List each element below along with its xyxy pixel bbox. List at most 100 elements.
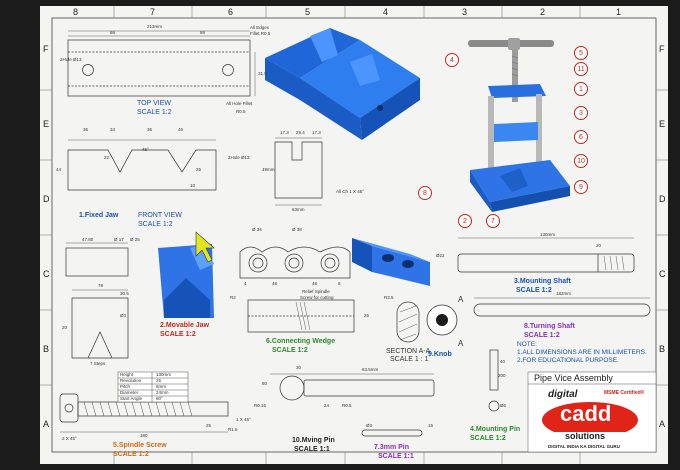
- fixed-jaw-3d: [265, 28, 420, 140]
- turning-shaft-scale: SCALE 1:2: [524, 332, 560, 339]
- pin-7-drawing: [361, 429, 423, 437]
- balloon-8: 8: [418, 186, 432, 200]
- mving-pin-label: 10.Mving Pin: [292, 437, 335, 444]
- dim-1x45: 1 X 45°: [236, 417, 251, 422]
- table-dia-label: Diameter: [120, 390, 139, 395]
- table-height-value: 130mm: [156, 372, 172, 377]
- note-heading: NOTE:: [517, 341, 537, 348]
- dim-22b: Ø22: [436, 253, 445, 258]
- assembly-3d: [468, 38, 570, 212]
- dim-r05b: R0.5: [342, 403, 352, 408]
- dim-294: 29.4: [296, 130, 305, 135]
- dim-182: 182mm: [556, 291, 572, 296]
- logo-tag: MSME Certified®: [604, 390, 645, 396]
- dim-20: 20: [62, 325, 68, 330]
- note-line-2: 2.FOR EDUCATIONAL PURPOSE.: [517, 357, 619, 364]
- zone-side-e-right: E: [659, 119, 666, 129]
- dim-49: 49mm: [262, 167, 275, 172]
- section-mark-a-bottom: A: [458, 339, 464, 348]
- dim-48b: 48: [312, 281, 318, 286]
- dim-305: 30.5: [120, 291, 129, 296]
- dim-213: 213mm: [147, 24, 163, 29]
- front-view-scale: SCALE 1:2: [138, 221, 173, 228]
- dim-r2: R2: [230, 295, 236, 300]
- dim-38: Ø 38: [292, 227, 302, 232]
- zone-side-f: F: [43, 44, 49, 54]
- spindle-screw-scale: SCALE 1:2: [113, 451, 149, 458]
- zone-side-b: B: [43, 344, 50, 354]
- zone-side-a-right: A: [659, 419, 666, 429]
- dim-3b: Ø3: [366, 423, 373, 428]
- zone-side-e: E: [43, 119, 50, 129]
- side-view-drawing: [274, 137, 323, 206]
- dim-steps: 7 Steps: [90, 361, 106, 366]
- section-scale: SCALE 1 : 1: [390, 356, 429, 363]
- movable-jaw-drawing: [65, 242, 129, 359]
- section-mark-a-top: A: [458, 295, 464, 304]
- dim-25b: Ø 25: [130, 237, 140, 242]
- dim-spindle: Relief Spindle: [302, 289, 330, 294]
- zone-top-8: 8: [73, 7, 79, 17]
- dim-45: 45°: [142, 147, 149, 152]
- dim-36b: 36: [147, 127, 153, 132]
- table-dia-value: 24mm: [156, 390, 169, 395]
- dim-315: 31.5: [258, 71, 267, 76]
- dim-46: 46: [178, 127, 184, 132]
- dim-8: 8: [338, 281, 341, 286]
- balloon-10: 10: [574, 154, 588, 168]
- zone-side-d: D: [43, 194, 50, 204]
- dim-63: 63mm: [292, 207, 305, 212]
- fixed-jaw-label: 1.Fixed Jaw: [79, 212, 119, 219]
- table-pitch-value: 6mm: [156, 384, 166, 389]
- dim-130: 130mm: [540, 232, 556, 237]
- dim-20b: 20: [596, 243, 602, 248]
- dim-17: 17.3: [280, 130, 289, 135]
- dim-34: 34: [110, 127, 116, 132]
- zone-side-c-right: C: [659, 269, 666, 279]
- zone-top-1: 1: [616, 7, 622, 17]
- dim-24: 24: [324, 403, 330, 408]
- dim-screw: Screw for cutting: [300, 295, 334, 300]
- mounting-pin-scale: SCALE 1:2: [470, 435, 506, 442]
- mounting-pin-label: 4.Mounting Pin: [470, 426, 521, 433]
- dim-15: 15: [428, 423, 434, 428]
- dim-r015: R0.15: [254, 403, 267, 408]
- zone-side-f-right: F: [659, 44, 665, 54]
- balloon-1: 1: [574, 82, 588, 96]
- dim-180: 180: [140, 433, 148, 438]
- mounting-shaft-drawing: [457, 237, 635, 273]
- logo-word-solutions: solutions: [565, 431, 605, 441]
- dim-86b: 86: [200, 30, 206, 35]
- dim-25: 25: [196, 167, 202, 172]
- logo-slogan: DIGITAL INDIA KA DIGITAL GURU: [548, 444, 620, 449]
- table-rev-value: 25: [156, 378, 162, 383]
- sheet-title: Pipe Vice Assembly: [534, 373, 613, 383]
- dim-hole-fillet: All Hole Fillet: [226, 101, 253, 106]
- dim-200: 200: [498, 373, 506, 378]
- knob-label: 9.Knob: [428, 351, 452, 358]
- pin-7-scale: SCALE 1:1: [378, 453, 414, 460]
- dim-36a: 36: [83, 127, 89, 132]
- table-rev-label: Revolution: [120, 378, 142, 383]
- cursor-icon: [195, 231, 215, 263]
- dim-10: 10: [190, 183, 196, 188]
- spindle-screw-label: 5.Spindle Screw: [113, 442, 167, 449]
- knob-drawing: [426, 304, 458, 336]
- connecting-wedge-drawing: [239, 246, 355, 333]
- front-view-drawing: [67, 139, 217, 191]
- balloon-11: 11: [574, 62, 588, 76]
- dim-78: 78: [98, 283, 104, 288]
- zone-top-3: 3: [462, 7, 468, 17]
- dim-chamfer: All Ch 1 X 45°: [336, 189, 365, 194]
- dim-25d: 25: [206, 423, 212, 428]
- dim-86a: 86: [110, 30, 116, 35]
- dim-80: 80: [262, 381, 268, 386]
- connecting-wedge-scale: SCALE 1:2: [272, 347, 308, 354]
- zone-side-d-right: D: [659, 194, 666, 204]
- dim-48a: 48: [272, 281, 278, 286]
- dim-fillet: Fillet R0.5: [250, 31, 271, 36]
- front-view-title: FRONT VIEW: [138, 212, 182, 219]
- dim-2x45: 2 X 45°: [62, 436, 77, 441]
- top-view-title: TOP VIEW: [137, 100, 171, 107]
